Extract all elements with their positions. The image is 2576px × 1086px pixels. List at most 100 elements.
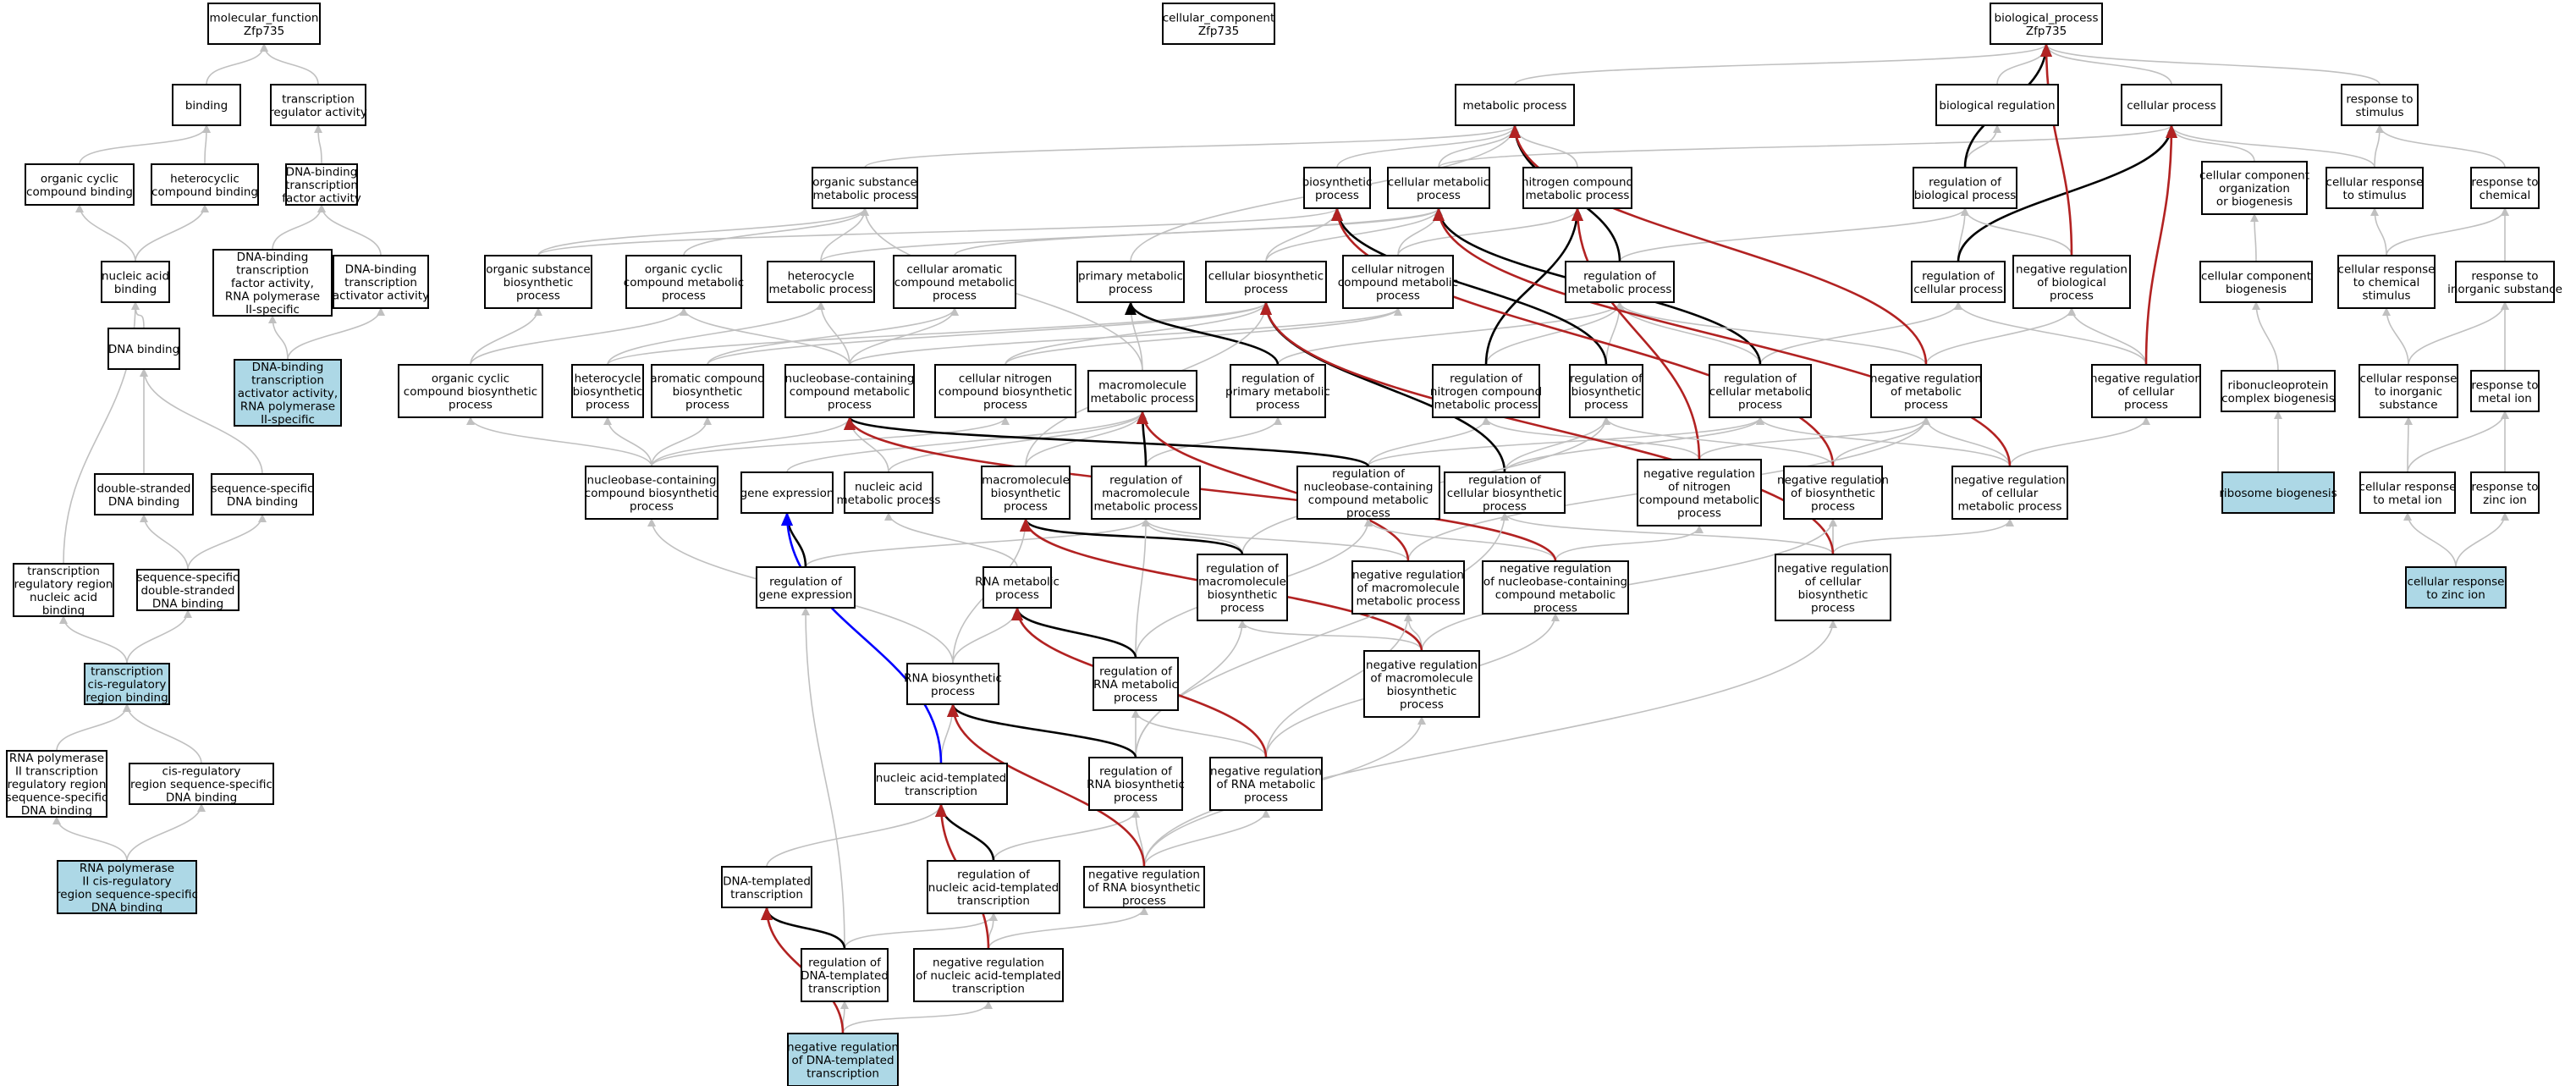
node-label-line: II-specific bbox=[245, 303, 300, 317]
go-term-node-br[interactable]: biological regulation bbox=[1935, 84, 2059, 126]
go-term-node-binding[interactable]: binding bbox=[172, 84, 241, 126]
go-term-node-rb[interactable]: ribosome biogenesis bbox=[2219, 471, 2337, 514]
go-term-node-mp[interactable]: metabolic process bbox=[1455, 84, 1575, 126]
node-label-line: sequence-specific bbox=[6, 791, 108, 805]
go-term-node-dnab[interactable]: DNA binding bbox=[107, 328, 180, 370]
go-term-node-rnbcmp[interactable]: regulation ofnucleobase-containingcompou… bbox=[1296, 466, 1440, 520]
edge-layer bbox=[52, 43, 2509, 1034]
node-box bbox=[1093, 657, 1179, 711]
edge-is-a-osbp-to-osmp bbox=[537, 207, 869, 256]
node-label-line: substance bbox=[2379, 399, 2437, 412]
go-term-node-rmbp[interactable]: regulation ofmacromoleculebiosyntheticpr… bbox=[1197, 554, 1288, 621]
go-term-node-cp[interactable]: cellular process bbox=[2121, 84, 2222, 126]
node-label-line: process bbox=[1533, 601, 1577, 615]
go-term-node-ge[interactable]: gene expression bbox=[740, 471, 834, 514]
